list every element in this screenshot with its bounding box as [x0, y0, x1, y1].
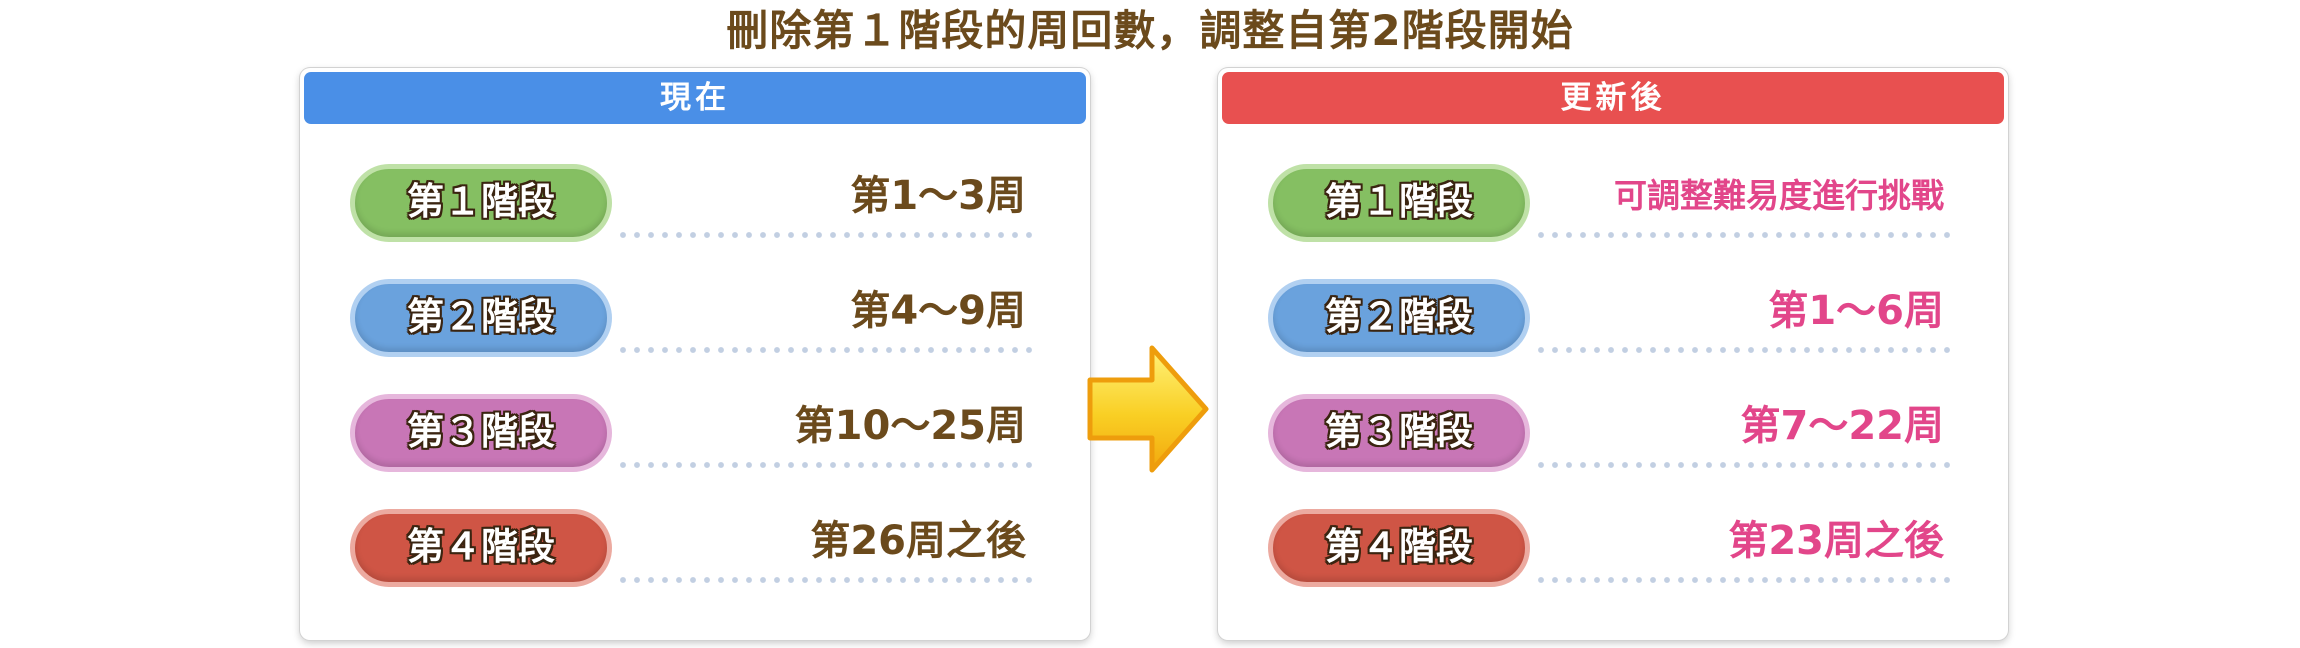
- dotted-divider: [616, 576, 1040, 584]
- stage-2-pill: 第２階段: [1268, 279, 1530, 357]
- current-stage-row-3: 第３階段 第10〜25周: [350, 386, 1040, 478]
- current-panel-header: 現在: [304, 72, 1086, 124]
- page-title: 刪除第１階段的周回數，調整自第2階段開始: [726, 6, 1574, 55]
- dotted-divider: [616, 461, 1040, 469]
- stage-4-pill: 第４階段: [1268, 509, 1530, 587]
- stage-3-value: 第7〜22周: [1740, 403, 1945, 449]
- stage-4-pill: 第４階段: [350, 509, 612, 587]
- current-stage-row-4: 第４階段 第26周之後: [350, 501, 1040, 593]
- stage-1-value: 可調整難易度進行挑戰: [1614, 176, 1944, 215]
- stage-4-value: 第26周之後: [810, 518, 1026, 564]
- dotted-divider: [616, 346, 1040, 354]
- current-stage-row-2: 第２階段 第4〜9周: [350, 271, 1040, 363]
- stage-1-pill: 第１階段: [1268, 164, 1530, 242]
- stage-2-value: 第4〜9周: [850, 288, 1026, 334]
- stage-1-value: 第1〜3周: [850, 173, 1026, 219]
- stage-2-value: 第1〜6周: [1768, 288, 1944, 334]
- updated-stage-row-1: 第１階段 可調整難易度進行挑戰: [1268, 156, 1958, 248]
- stage-3-pill: 第３階段: [1268, 394, 1530, 472]
- right-arrow-icon: [1087, 345, 1209, 473]
- dotted-divider: [1534, 231, 1958, 239]
- stage-3-value: 第10〜25周: [794, 403, 1026, 449]
- updated-panel: 更新後 第１階段 可調整難易度進行挑戰 第２階段 第1〜6周 第３階段 第7〜2…: [1218, 68, 2008, 640]
- updated-panel-header: 更新後: [1222, 72, 2004, 124]
- dotted-divider: [1534, 576, 1958, 584]
- current-stage-row-1: 第１階段 第1〜3周: [350, 156, 1040, 248]
- updated-stage-row-2: 第２階段 第1〜6周: [1268, 271, 1958, 363]
- stage-1-pill: 第１階段: [350, 164, 612, 242]
- dotted-divider: [1534, 346, 1958, 354]
- stage-4-value: 第23周之後: [1728, 518, 1944, 564]
- updated-stage-row-3: 第３階段 第7〜22周: [1268, 386, 1958, 478]
- current-panel: 現在 第１階段 第1〜3周 第２階段 第4〜9周 第３階段 第10〜25周 第４…: [300, 68, 1090, 640]
- stage-2-pill: 第２階段: [350, 279, 612, 357]
- dotted-divider: [1534, 461, 1958, 469]
- updated-stage-row-4: 第４階段 第23周之後: [1268, 501, 1958, 593]
- stage-3-pill: 第３階段: [350, 394, 612, 472]
- dotted-divider: [616, 231, 1040, 239]
